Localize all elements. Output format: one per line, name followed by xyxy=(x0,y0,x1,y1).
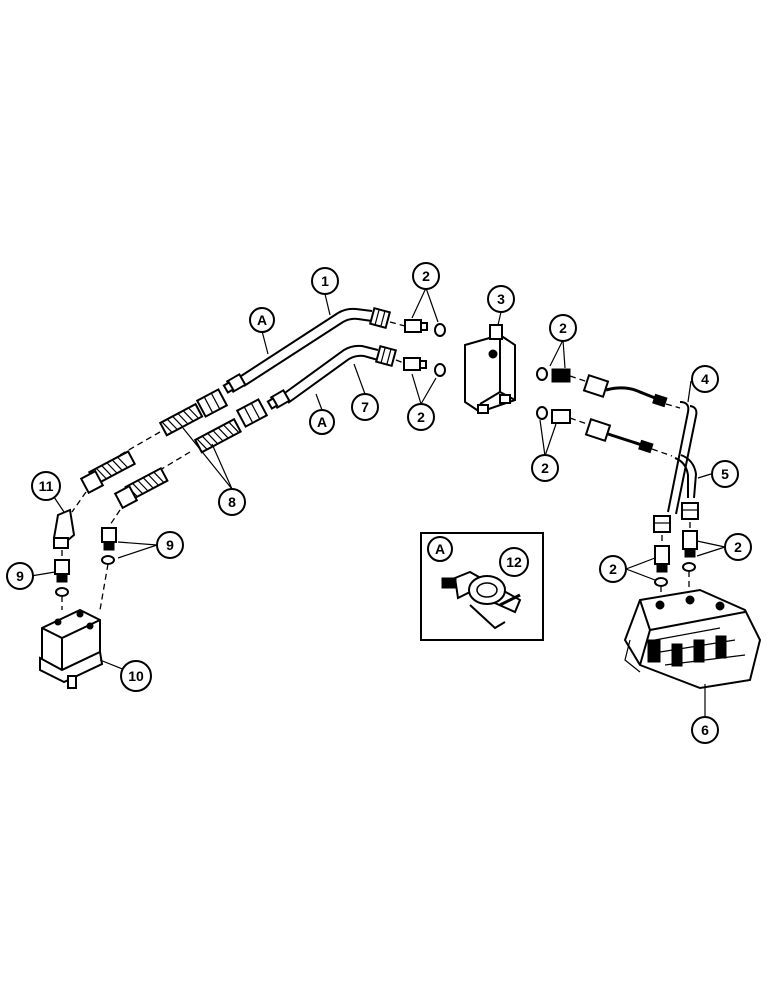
pump-10 xyxy=(39,608,104,689)
svg-text:2: 2 xyxy=(541,460,549,476)
hose-8-lower xyxy=(113,398,269,510)
fitting-2-bank-left xyxy=(654,535,670,597)
callout-8: 8 xyxy=(218,488,246,516)
fitting-2-lower-left xyxy=(395,357,446,377)
svg-text:2: 2 xyxy=(417,409,425,425)
callout-11: 11 xyxy=(31,471,61,501)
fitting-9-right xyxy=(99,509,121,611)
callout-2-right-top: 2 xyxy=(549,314,577,342)
svg-text:8: 8 xyxy=(228,494,236,510)
valve-bank-6 xyxy=(623,588,762,690)
callout-4: 4 xyxy=(691,365,719,393)
hose-5 xyxy=(584,418,699,520)
fitting-2-lower-right xyxy=(536,406,591,426)
fitting-2-upper-left xyxy=(389,319,446,337)
tube-7 xyxy=(266,344,398,410)
callout-a-upper: A xyxy=(249,307,275,333)
callout-6: 6 xyxy=(691,716,719,744)
svg-text:9: 9 xyxy=(166,537,174,553)
svg-text:2: 2 xyxy=(609,561,617,577)
callout-5: 5 xyxy=(711,460,739,488)
callout-a-detail: A xyxy=(427,536,453,562)
svg-text:7: 7 xyxy=(361,399,369,415)
callout-2-bank-right: 2 xyxy=(724,533,752,561)
svg-text:3: 3 xyxy=(497,291,505,307)
callout-12: 12 xyxy=(499,547,529,577)
svg-text:12: 12 xyxy=(506,554,522,570)
svg-text:A: A xyxy=(317,414,327,430)
callout-2-top: 2 xyxy=(412,262,440,290)
svg-text:6: 6 xyxy=(701,722,709,738)
callout-10: 10 xyxy=(120,660,152,692)
fitting-2-bank-right xyxy=(682,522,698,590)
callout-9-left: 9 xyxy=(6,562,34,590)
elbow-11 xyxy=(52,491,87,549)
clip-12 xyxy=(441,570,522,630)
svg-text:5: 5 xyxy=(721,466,729,482)
tube-1 xyxy=(222,306,392,394)
svg-text:2: 2 xyxy=(734,539,742,555)
svg-text:2: 2 xyxy=(422,268,430,284)
detail-box-a xyxy=(420,532,544,641)
callout-3: 3 xyxy=(487,285,515,313)
svg-text:10: 10 xyxy=(128,668,144,684)
callout-9-right: 9 xyxy=(156,531,184,559)
fitting-9-left xyxy=(54,550,70,610)
callout-a-lower: A xyxy=(309,409,335,435)
hose-8-upper xyxy=(79,388,229,495)
fitting-2-upper-right xyxy=(536,367,589,383)
svg-text:4: 4 xyxy=(701,371,709,387)
svg-text:2: 2 xyxy=(559,320,567,336)
svg-text:A: A xyxy=(435,541,445,557)
hose-4 xyxy=(582,374,698,533)
valve-3 xyxy=(464,324,516,414)
callout-7: 7 xyxy=(351,393,379,421)
svg-text:1: 1 xyxy=(321,273,329,289)
svg-text:9: 9 xyxy=(16,568,24,584)
svg-text:A: A xyxy=(257,312,267,328)
callout-1: 1 xyxy=(311,267,339,295)
svg-text:11: 11 xyxy=(39,478,54,494)
callout-2-middle: 2 xyxy=(407,403,435,431)
callout-2-bank-left: 2 xyxy=(599,555,627,583)
callout-2-right-bottom: 2 xyxy=(531,454,559,482)
